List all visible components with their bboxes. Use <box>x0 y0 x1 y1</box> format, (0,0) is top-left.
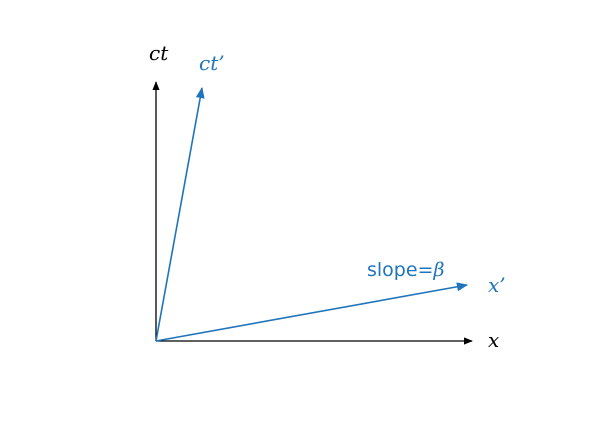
ct-axis-label: ct <box>149 41 169 65</box>
ct-prime-axis-label: ct’ <box>199 51 225 75</box>
x-prime-axis-label: x’ <box>488 273 506 297</box>
ct-prime-axis <box>155 86 205 342</box>
slope-prefix: slope= <box>367 259 433 281</box>
slope-label: slope=β <box>367 259 444 281</box>
x-axis-label: x <box>488 328 499 352</box>
slope-beta-symbol: β <box>432 259 444 281</box>
x-prime-axis <box>155 282 469 342</box>
